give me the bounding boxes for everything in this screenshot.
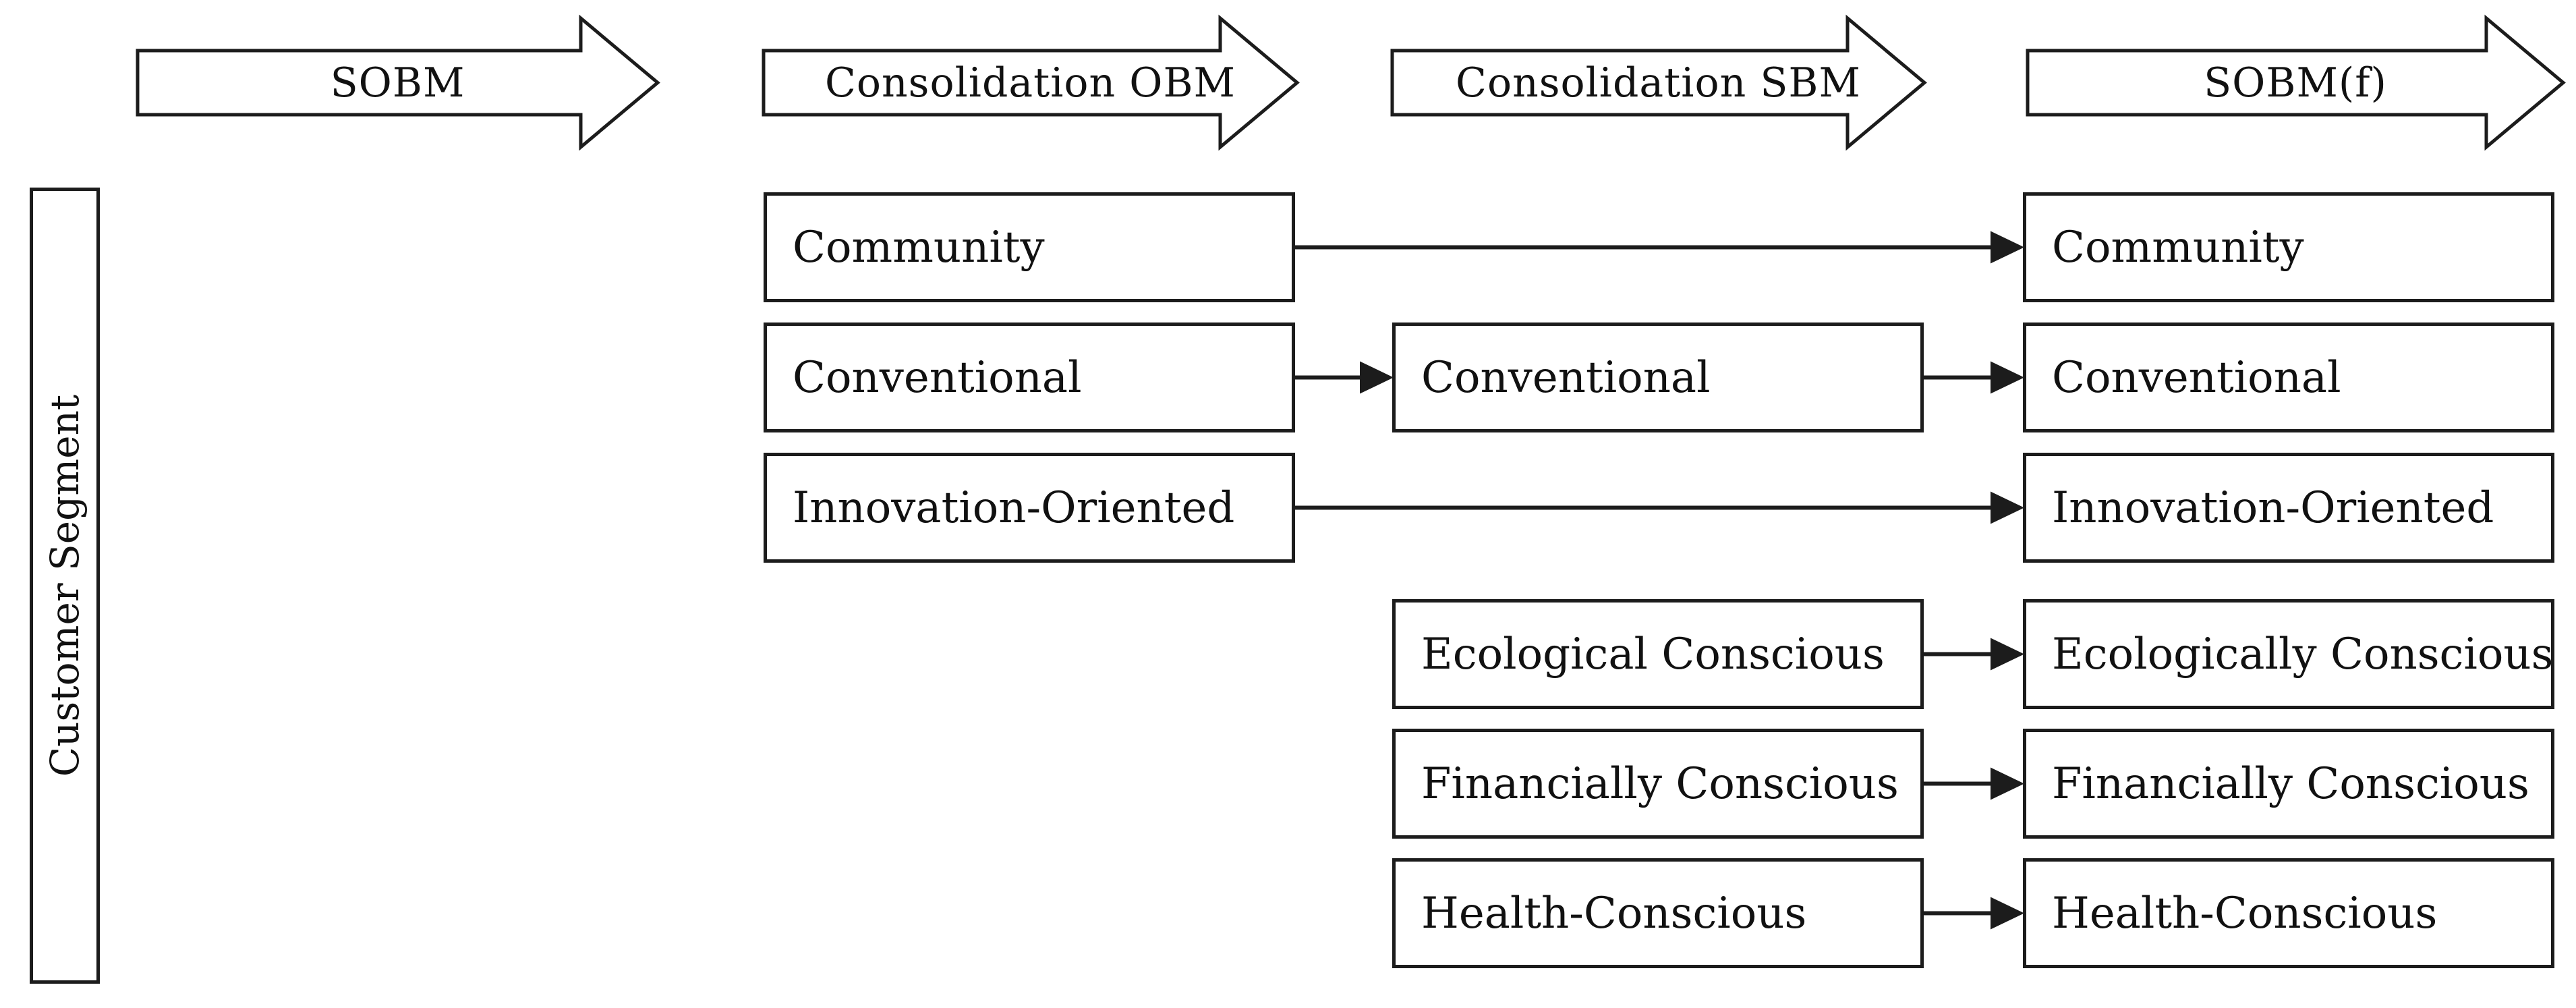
segment-box-col4-row2: Conventional [2023,323,2554,432]
connector-arrowhead [1991,231,2024,264]
stage-arrow-label-sobm-f: SOBM(f) [2204,59,2387,107]
connector-arrowhead [1991,767,2024,800]
segment-box-col4-row5: Financially Conscious [2023,729,2554,839]
stage-arrow-label-consolidation-obm: Consolidation OBM [824,59,1236,107]
connector-arrowhead [1991,361,2024,394]
connector-arrowhead [1991,897,2024,930]
segment-box-col2-row2: Conventional [764,323,1295,432]
segment-box-col2-row3: Innovation-Oriented [764,453,1295,563]
segment-box-col3-row4: Ecological Conscious [1392,599,1924,709]
connector-arrowhead [1991,638,2024,671]
stage-arrow-shape [762,14,1300,151]
segment-box-col2-row1: Community [764,192,1295,302]
connector-arrowhead [1991,491,2024,524]
stage-arrow-label-sobm: SOBM [330,59,465,107]
segment-box-col4-row3: Innovation-Oriented [2023,453,2554,563]
segment-box-col3-row5: Financially Conscious [1392,729,1924,839]
stage-arrow-shape [136,14,660,151]
segment-box-col3-row2: Conventional [1392,323,1924,432]
stage-arrow-label-consolidation-sbm: Consolidation SBM [1456,59,1861,107]
segment-box-col4-row6: Health-Conscious [2023,858,2554,968]
segment-box-col4-row1: Community [2023,192,2554,302]
stage-arrow-shape [1390,14,1927,151]
segment-box-col4-row4: Ecologically Conscious [2023,599,2554,709]
customer-segment-label: Customer Segment [42,394,88,777]
connector-arrowhead [1360,361,1394,394]
segment-box-col3-row6: Health-Conscious [1392,858,1924,968]
stage-arrow-shape [2026,14,2566,151]
customer-segment-side-box: Customer Segment [30,188,100,984]
